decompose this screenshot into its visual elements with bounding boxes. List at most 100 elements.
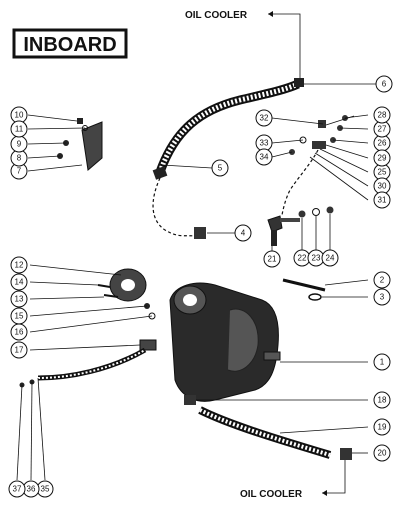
svg-text:31: 31 — [378, 196, 387, 205]
svg-text:24: 24 — [326, 254, 335, 263]
oil-cooler-top-arrow — [268, 13, 301, 78]
svg-text:18: 18 — [378, 396, 387, 405]
oil-cooler-top-label: OIL COOLER — [185, 10, 301, 78]
svg-text:13: 13 — [15, 295, 24, 304]
upper-hose-dash-path — [152, 177, 196, 237]
callout-3: 3 — [373, 288, 391, 306]
svg-text:29: 29 — [378, 154, 387, 163]
callout-4: 4 — [234, 224, 252, 242]
valve-body — [312, 141, 326, 149]
svg-text:6: 6 — [382, 80, 387, 89]
callout-6: 6 — [375, 75, 393, 93]
callout-28: 28 — [373, 106, 391, 124]
washer-22 — [298, 210, 306, 218]
svg-text:15: 15 — [15, 312, 24, 321]
callout-27: 27 — [373, 120, 391, 138]
svg-text:26: 26 — [378, 139, 387, 148]
callout-9: 9 — [10, 135, 28, 153]
callout-11: 11 — [10, 120, 28, 138]
inboard-title-text: INBOARD — [23, 34, 116, 56]
svg-text:16: 16 — [15, 328, 24, 337]
svg-text:22: 22 — [298, 254, 307, 263]
leader-lines — [16, 83, 376, 481]
arrow-head-icon — [322, 490, 327, 496]
right-cluster-dash — [281, 149, 319, 216]
plug-21 — [267, 215, 300, 246]
lower-cooler-hose — [198, 406, 332, 459]
callout-35: 35 — [36, 480, 54, 498]
washer-24 — [326, 206, 334, 214]
svg-text:27: 27 — [378, 125, 387, 134]
callout-1: 1 — [373, 353, 391, 371]
svg-text:20: 20 — [378, 449, 387, 458]
callout-22: 22 — [293, 249, 311, 267]
callout-15: 15 — [10, 307, 28, 325]
screw-13 — [103, 294, 119, 298]
svg-text:21: 21 — [268, 255, 277, 264]
callout-8: 8 — [10, 149, 28, 167]
callout-21: 21 — [263, 250, 281, 268]
svg-text:25: 25 — [378, 168, 387, 177]
callout-18: 18 — [373, 391, 391, 409]
svg-text:1: 1 — [380, 358, 385, 367]
svg-text:7: 7 — [17, 167, 22, 176]
svg-text:9: 9 — [17, 140, 22, 149]
callout-16: 16 — [10, 323, 28, 341]
upper-cooler-hose — [152, 78, 304, 180]
svg-text:33: 33 — [260, 139, 269, 148]
callout-17: 17 — [10, 341, 28, 359]
callout-23: 23 — [307, 249, 325, 267]
callout-37: 37 — [8, 480, 26, 498]
callout-12: 12 — [10, 256, 28, 274]
svg-text:12: 12 — [15, 261, 24, 270]
adapter-flange-12 — [109, 268, 147, 302]
washer-23 — [312, 208, 320, 216]
callout-14: 14 — [10, 273, 28, 291]
oil-cooler-bottom-arrow — [322, 460, 346, 494]
callout-24: 24 — [321, 249, 339, 267]
callout-2: 2 — [373, 271, 391, 289]
svg-text:8: 8 — [17, 154, 22, 163]
svg-text:14: 14 — [15, 278, 24, 287]
callout-31: 31 — [373, 191, 391, 209]
screw-14 — [97, 284, 111, 288]
svg-text:10: 10 — [15, 111, 24, 120]
washer-3 — [308, 293, 322, 301]
left-hose — [37, 347, 147, 381]
callout-20: 20 — [373, 444, 391, 462]
transmission-housing-1 — [169, 282, 281, 402]
fitting-18 — [184, 395, 196, 405]
svg-text:2: 2 — [380, 276, 385, 285]
svg-text:17: 17 — [15, 346, 24, 355]
bracket-7 — [81, 121, 103, 171]
oil-cooler-top-text: OIL COOLER — [185, 10, 248, 21]
bolt-2 — [282, 278, 326, 292]
fitting-20 — [340, 448, 352, 460]
fitting-17 — [139, 339, 157, 351]
callout-34: 34 — [255, 148, 273, 166]
part-27 — [337, 125, 343, 131]
fitting-4 — [194, 227, 206, 239]
callout-7: 7 — [10, 162, 28, 180]
svg-text:11: 11 — [15, 125, 24, 134]
svg-text:19: 19 — [378, 423, 387, 432]
screw-10 — [77, 118, 83, 124]
svg-text:35: 35 — [41, 485, 50, 494]
svg-text:23: 23 — [312, 254, 321, 263]
svg-text:4: 4 — [241, 229, 246, 238]
svg-text:3: 3 — [380, 293, 385, 302]
callout-29: 29 — [373, 149, 391, 167]
svg-text:28: 28 — [378, 111, 387, 120]
callout-13: 13 — [10, 290, 28, 308]
arrow-head-icon — [268, 11, 273, 17]
svg-text:37: 37 — [13, 485, 22, 494]
svg-text:36: 36 — [27, 485, 36, 494]
callout-32: 32 — [255, 109, 273, 127]
svg-text:32: 32 — [260, 114, 269, 123]
callout-5: 5 — [211, 159, 229, 177]
inboard-title: INBOARD — [12, 28, 128, 59]
oil-cooler-bottom-text: OIL COOLER — [240, 489, 303, 500]
callout-19: 19 — [373, 418, 391, 436]
svg-text:30: 30 — [378, 182, 387, 191]
